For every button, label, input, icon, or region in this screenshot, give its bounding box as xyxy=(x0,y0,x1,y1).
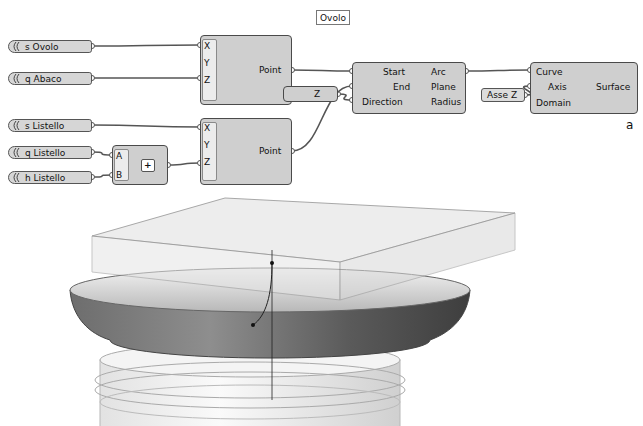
node-text: Point xyxy=(259,65,281,76)
node-text: Start xyxy=(383,67,405,78)
wire xyxy=(292,70,352,71)
node-text: s Listello xyxy=(25,121,64,132)
slider-knob xyxy=(11,73,23,84)
number-slider: s Ovolo xyxy=(8,40,92,53)
node-text: Asse Z xyxy=(487,90,517,101)
wire xyxy=(92,175,112,177)
operator-icon: + xyxy=(141,159,155,172)
node-text: A xyxy=(116,151,122,162)
node-text: q Abaco xyxy=(25,74,61,85)
node-text: Curve xyxy=(536,67,563,78)
node-text: Z xyxy=(204,157,210,168)
number-slider: q Abaco xyxy=(8,72,92,85)
node-text: Radius xyxy=(431,97,461,108)
node-text: Surface xyxy=(596,82,630,93)
node-text: End xyxy=(393,82,410,93)
wire xyxy=(466,70,530,71)
wire xyxy=(92,152,112,155)
group-label: Ovolo xyxy=(316,10,350,25)
number-slider: h Listello xyxy=(8,171,92,184)
unit-z: Z xyxy=(283,86,338,102)
addition: AB + xyxy=(112,145,168,185)
slider-knob xyxy=(11,172,23,183)
node-text: Domain xyxy=(536,98,571,109)
wire xyxy=(168,163,200,165)
number-slider: q Listello xyxy=(8,146,92,159)
node-text: Axis xyxy=(548,82,567,93)
figure-letter: a xyxy=(626,118,633,132)
number-slider: s Listello xyxy=(8,119,92,132)
node-text: Plane xyxy=(431,82,456,93)
construct-point: XYZ Point xyxy=(200,118,292,185)
node-text: Ovolo xyxy=(320,13,346,24)
arc-sed: StartEndDirection ArcPlaneRadius xyxy=(352,62,466,114)
node-text: Z xyxy=(314,89,320,100)
slider-knob xyxy=(11,120,23,131)
wire xyxy=(92,45,200,46)
wire xyxy=(92,77,200,79)
node-text: Y xyxy=(204,140,210,151)
node-text: Direction xyxy=(362,97,403,108)
node-text: q Listello xyxy=(25,148,65,159)
slider-knob xyxy=(11,41,23,52)
slider-knob xyxy=(11,147,23,158)
node-text: Z xyxy=(204,75,210,86)
revolution-surface: CurveAxisDomain Surface xyxy=(530,62,638,114)
node-text: X xyxy=(204,41,210,52)
node-text: Point xyxy=(259,146,281,157)
node-text: B xyxy=(116,170,122,181)
node-text: Arc xyxy=(431,67,446,78)
wire xyxy=(92,125,200,127)
axis-param: Asse Z xyxy=(481,88,525,102)
node-text: X xyxy=(204,123,210,134)
node-text: h Listello xyxy=(25,173,65,184)
node-text: Y xyxy=(204,58,210,69)
construct-point: XYZ Point xyxy=(200,35,292,105)
node-text: s Ovolo xyxy=(25,42,58,53)
